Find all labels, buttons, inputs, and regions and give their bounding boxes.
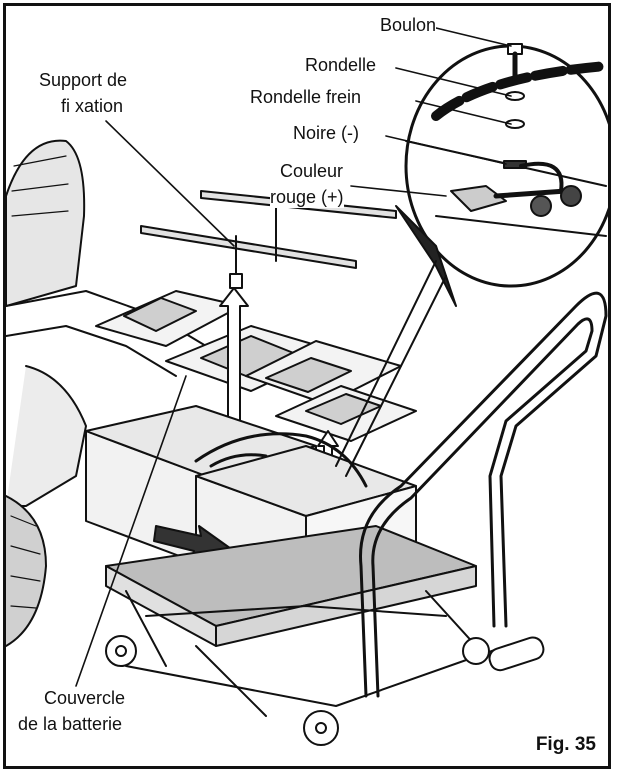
mower-seat <box>6 139 307 647</box>
battery-installation-illustration <box>6 27 608 746</box>
label-support-line2: fi xation <box>61 95 124 117</box>
cart-wheels <box>105 635 490 746</box>
label-couleur-line1: Couleur <box>280 160 344 182</box>
label-couvercle-line2: de la batterie <box>18 713 123 735</box>
label-noire: Noire (-) <box>293 122 359 144</box>
label-rondelle-frein: Rondelle frein <box>250 86 362 108</box>
terminal-detail-circle <box>335 43 608 477</box>
figure-number: Fig. 35 <box>535 734 596 755</box>
label-rondelle: Rondelle <box>305 54 377 76</box>
cart-handle <box>359 291 608 698</box>
label-couvercle-line1: Couvercle <box>44 687 126 709</box>
hold-down-bracket <box>140 190 397 289</box>
label-support-line1: Support de <box>39 69 128 91</box>
battery-cover-plates <box>95 290 417 442</box>
label-boulon: Boulon <box>380 14 437 36</box>
cart-platform <box>105 525 507 717</box>
leader-lines <box>75 27 512 687</box>
label-couleur-line2: rouge (+) <box>270 186 344 208</box>
figure-frame: Boulon Rondelle Rondelle frein Noire (-)… <box>3 3 611 769</box>
